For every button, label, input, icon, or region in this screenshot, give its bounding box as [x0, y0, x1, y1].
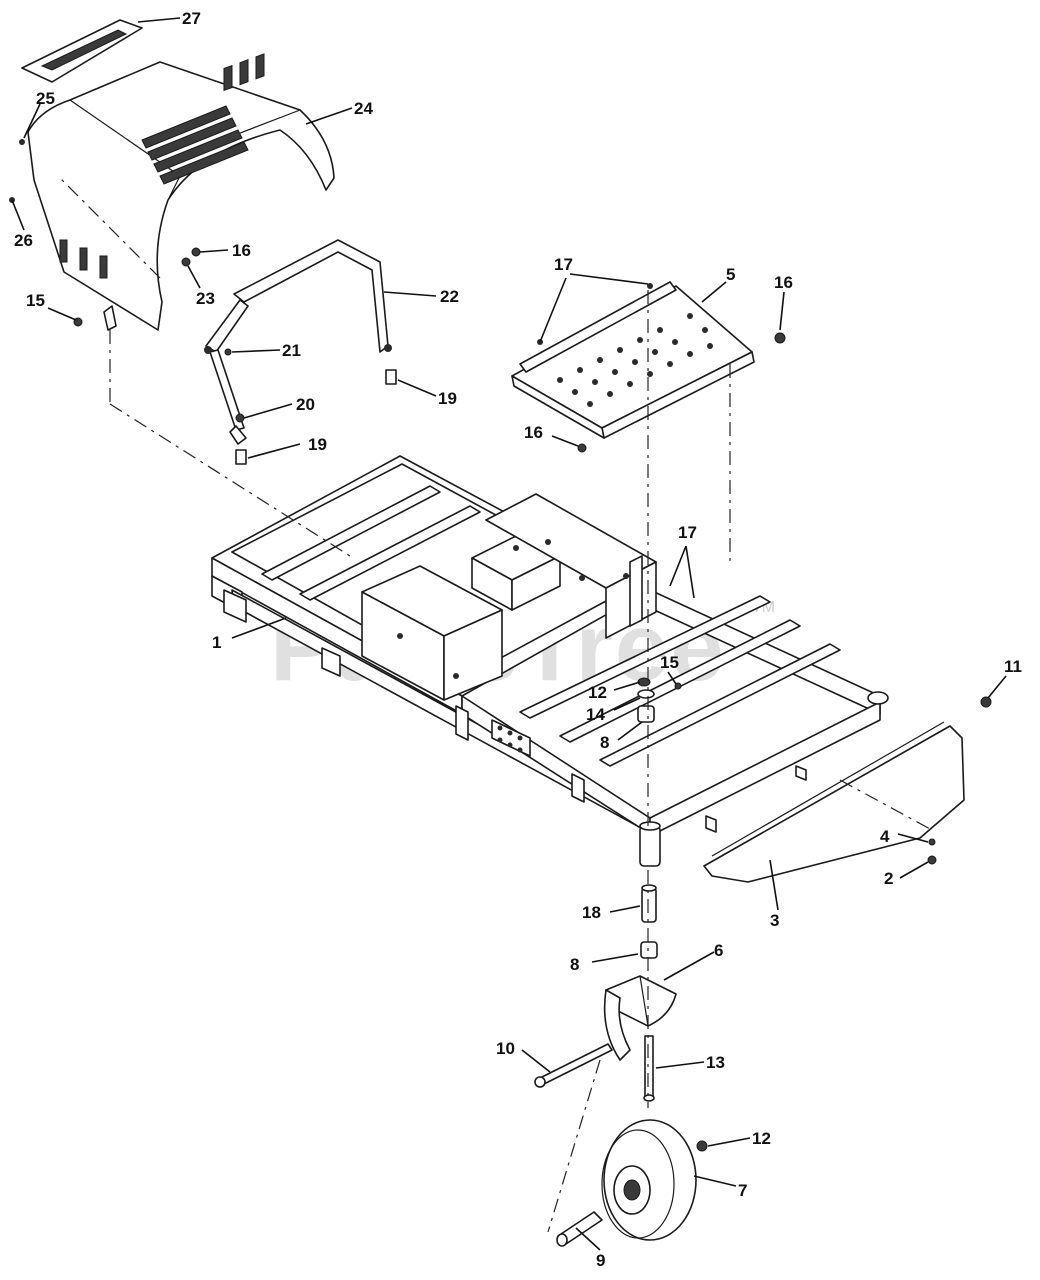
hardware-right [674, 682, 992, 865]
callout-5: 5 [726, 265, 735, 284]
callout-14: 14 [586, 705, 605, 724]
callout-labels: 27 25 24 26 16 23 22 15 21 20 19 19 17 5… [14, 9, 1022, 1270]
callout-6: 6 [714, 941, 723, 960]
callout-13: 13 [706, 1053, 725, 1072]
part-5-foot-plate [511, 281, 786, 453]
callout-15b: 15 [660, 653, 679, 672]
part-6-caster-fork [603, 975, 677, 1061]
callout-11: 11 [1004, 657, 1022, 676]
part-10-axle-bolt [534, 1043, 613, 1088]
callout-16b: 16 [774, 273, 793, 292]
part-3-front-bumper [703, 721, 965, 883]
callout-3: 3 [770, 911, 779, 930]
callout-7: 7 [738, 1181, 747, 1200]
part-7-wheel [601, 1119, 708, 1241]
part-9-spacer [556, 1211, 603, 1247]
callout-1: 1 [212, 633, 221, 652]
callout-20: 20 [296, 395, 315, 414]
callout-25: 25 [36, 89, 55, 108]
part-13-bolt [643, 1035, 655, 1102]
callout-15a: 15 [26, 291, 45, 310]
callout-26: 26 [14, 231, 33, 250]
callout-24: 24 [354, 99, 373, 118]
callout-16a: 16 [232, 241, 251, 260]
part-24-body-cover [9, 53, 335, 331]
assembly-lines [59, 177, 933, 1233]
callout-17a: 17 [554, 255, 573, 274]
callout-18: 18 [582, 903, 601, 922]
callout-19a: 19 [438, 389, 457, 408]
callout-8a: 8 [600, 733, 609, 752]
callout-9: 9 [596, 1251, 605, 1270]
callout-10: 10 [496, 1039, 515, 1058]
callout-22: 22 [440, 287, 459, 306]
part-22-seat-bracket [204, 239, 392, 445]
callout-16c: 16 [524, 423, 543, 442]
callout-8b: 8 [570, 955, 579, 974]
callout-23: 23 [196, 289, 215, 308]
callout-12b: 12 [752, 1129, 771, 1148]
callout-17b: 17 [678, 523, 697, 542]
callout-19b: 19 [308, 435, 327, 454]
callout-12a: 12 [588, 683, 607, 702]
callout-27: 27 [182, 9, 201, 28]
part-27-handle-plate [21, 19, 143, 83]
caster-hardware-stack [637, 677, 658, 959]
part-1-main-frame [211, 455, 889, 867]
callout-4: 4 [880, 827, 890, 846]
leader-lines [11, 17, 1007, 1251]
callout-2: 2 [884, 869, 893, 888]
callout-21: 21 [282, 341, 301, 360]
